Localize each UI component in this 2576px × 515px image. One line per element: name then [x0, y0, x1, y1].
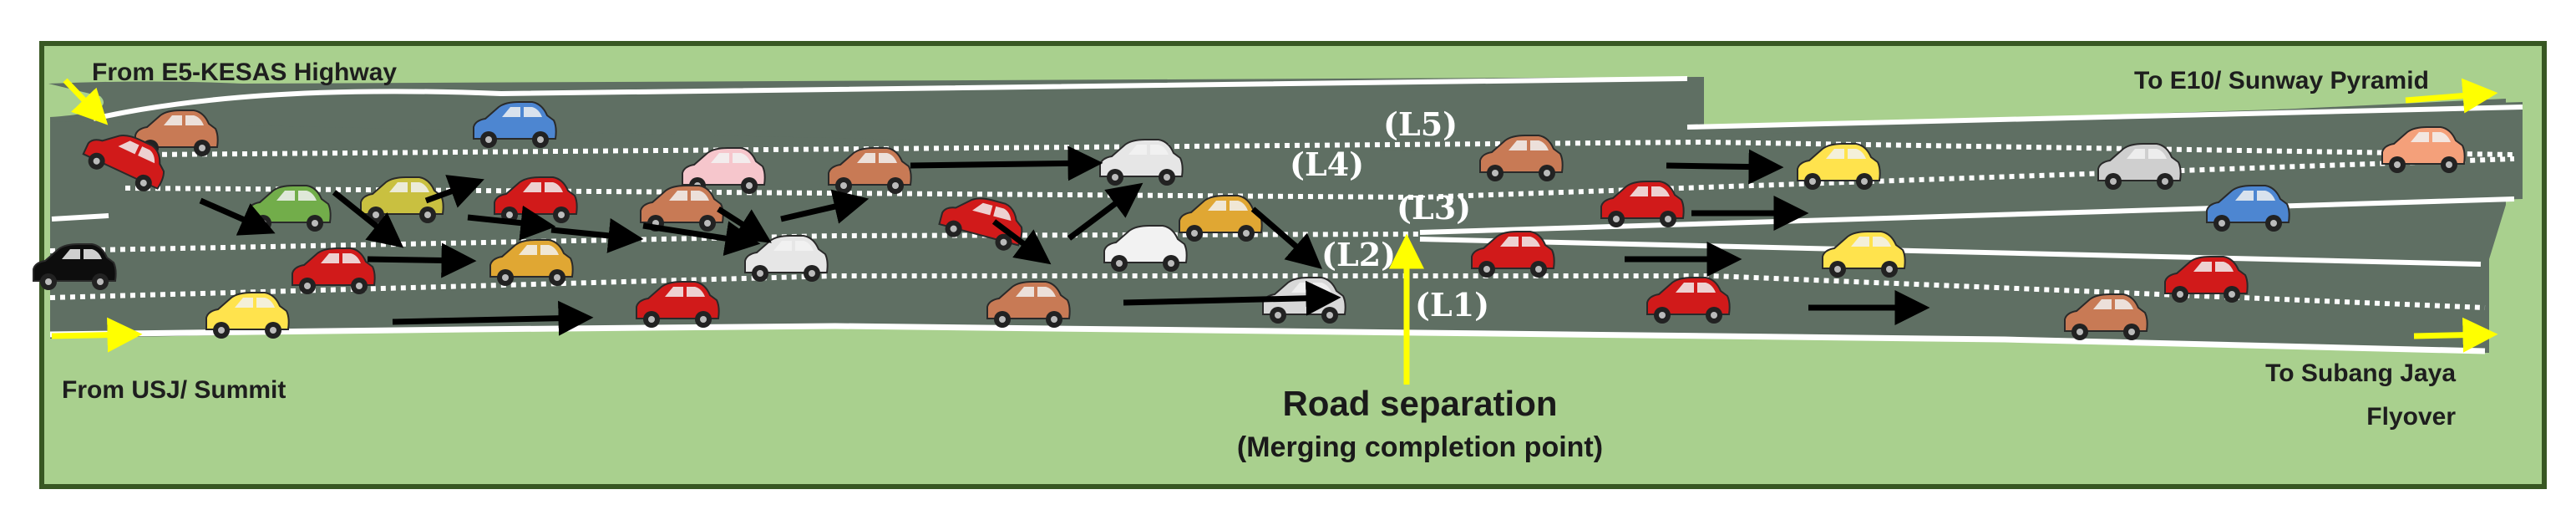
- lane-label-l2: (L2): [1321, 236, 1396, 273]
- island-edge-lower: [1419, 237, 2482, 267]
- label-to-subang-line1: To Subang Jaya: [2265, 359, 2456, 387]
- label-from-kesas: From E5-KESAS Highway: [92, 59, 397, 86]
- road-edge-bottom: [49, 323, 2486, 354]
- separation-subtitle: (Merging completion point): [1237, 431, 1603, 463]
- arrow-to-sunway: [2405, 78, 2498, 114]
- arrow-from-usj: [51, 317, 143, 353]
- lane-label-l4: (L4): [1290, 145, 1364, 183]
- lane-label-l3: (L3): [1397, 189, 1471, 227]
- label-to-sunway: To E10/ Sunway Pyramid: [2134, 67, 2429, 94]
- road-edge-top: [93, 76, 1688, 121]
- arrow-from-kesas: [63, 78, 109, 125]
- lane-label-l1: (L1): [1415, 286, 1489, 324]
- arrow-to-subang: [2413, 317, 2498, 353]
- label-to-subang-line2: Flyover: [2366, 403, 2456, 431]
- direction-arrows: [51, 78, 2498, 385]
- label-from-usj: From USJ/ Summit: [62, 376, 286, 404]
- movement-arrows: [199, 145, 1930, 336]
- separation-title: Road separation: [1282, 384, 1557, 423]
- road-edge-top-right: [1686, 105, 2523, 130]
- road-edge-left: [51, 213, 109, 222]
- lane-label-l5: (L5): [1383, 105, 1458, 143]
- island-edge-upper: [1419, 196, 2515, 235]
